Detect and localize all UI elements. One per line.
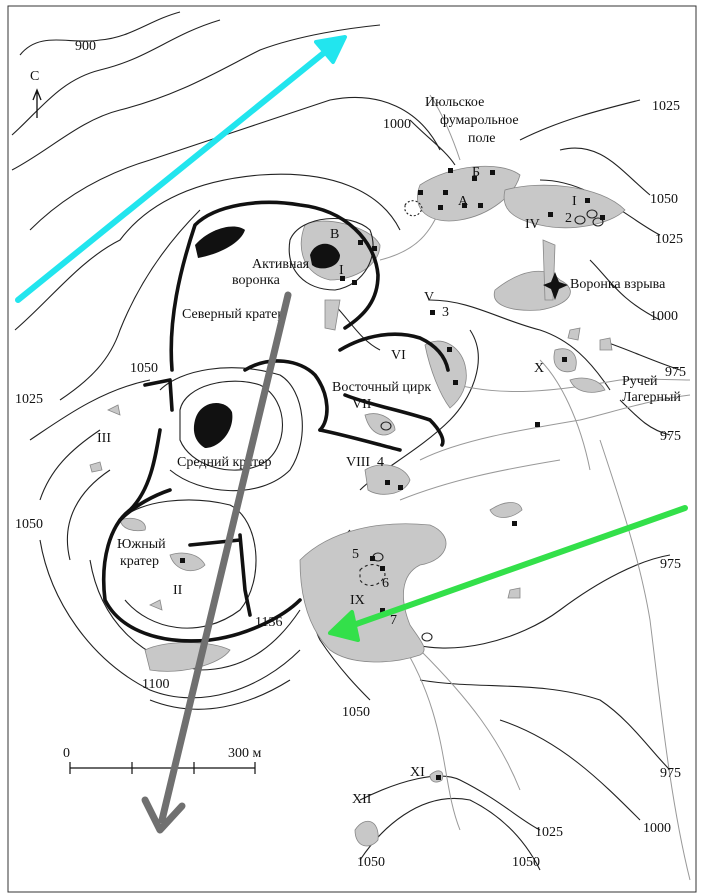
- contour-label: 900: [75, 39, 96, 54]
- contour-label: 975: [660, 766, 681, 781]
- zone-label: I: [572, 194, 577, 209]
- site-label: Б: [472, 165, 480, 180]
- east-cirque-label: Восточный цирк: [332, 380, 431, 395]
- explosion-vent-label: Воронка взрыва: [570, 277, 666, 292]
- cyan-arrow-icon: [15, 35, 347, 303]
- gray-arrow-icon: [141, 291, 292, 834]
- contour-lines: [11, 11, 681, 871]
- contour-label: 1000: [643, 821, 671, 836]
- north-indicator: С: [30, 69, 42, 118]
- crater-rims: [101, 200, 450, 643]
- contour-label: 1050: [357, 855, 385, 870]
- sampling-points: [180, 168, 605, 780]
- crater-pits: [119, 200, 604, 642]
- north-label: С: [30, 69, 39, 84]
- zone-label: VI: [391, 348, 406, 363]
- green-arrow-icon: [328, 505, 688, 642]
- contour-label: 1050: [342, 705, 370, 720]
- zone-label: XI: [410, 765, 425, 780]
- contour-label: 1025: [535, 825, 563, 840]
- zone-label: VIII: [346, 455, 370, 470]
- zone-label: I: [339, 263, 344, 278]
- contour-label: 1050: [650, 192, 678, 207]
- creek-label: Ручей Лагерный: [622, 374, 681, 405]
- contour-label: 1025: [652, 99, 680, 114]
- fumarole-field-label: Июльское фумарольное поле: [425, 95, 522, 146]
- site-number: 5: [352, 547, 359, 562]
- contour-label: 1050: [15, 517, 43, 532]
- active-vent-label: Активная воронка: [232, 257, 313, 288]
- zone-label: II: [173, 583, 183, 598]
- annotation-arrows: [15, 35, 688, 834]
- contour-label: 1000: [650, 309, 678, 324]
- north-arrow-icon: [32, 88, 42, 118]
- contour-label: 1050: [512, 855, 540, 870]
- summit-elevation-label: 1136: [255, 615, 282, 630]
- contour-label: 1100: [142, 677, 169, 692]
- scale-end-label: 300 м: [228, 746, 262, 761]
- contour-label: 975: [665, 365, 686, 380]
- contour-label: 1025: [15, 392, 43, 407]
- map-frame: [7, 5, 697, 893]
- zone-label: XII: [352, 792, 372, 807]
- site-label: В: [330, 227, 339, 242]
- zone-label: V: [424, 290, 434, 305]
- site-label: А: [458, 194, 469, 209]
- zone-label: VII: [352, 397, 372, 412]
- contour-label: 1000: [383, 117, 411, 132]
- map-labels: 900 Июльское фумарольное поле 1000 1025 …: [15, 39, 686, 870]
- site-number: 7: [390, 613, 397, 628]
- contour-label: 1025: [655, 232, 683, 247]
- zone-label: IV: [525, 217, 540, 232]
- contour-label: 975: [660, 429, 681, 444]
- site-number: 2: [565, 211, 572, 226]
- north-crater-label: Северный кратер: [182, 307, 284, 322]
- scale-bar: 0 300 м: [63, 746, 262, 774]
- zone-label: III: [97, 431, 111, 446]
- site-number: 4: [377, 455, 384, 470]
- site-number: 3: [442, 305, 449, 320]
- zone-label: IX: [350, 593, 365, 608]
- scale-start-label: 0: [63, 746, 70, 761]
- contour-label: 1050: [130, 361, 158, 376]
- middle-crater-label: Средний кратер: [177, 455, 271, 470]
- contour-label: 975: [660, 557, 681, 572]
- site-number: 6: [382, 576, 389, 591]
- zone-label: X: [534, 361, 544, 376]
- south-crater-label: Южный кратер: [117, 537, 169, 569]
